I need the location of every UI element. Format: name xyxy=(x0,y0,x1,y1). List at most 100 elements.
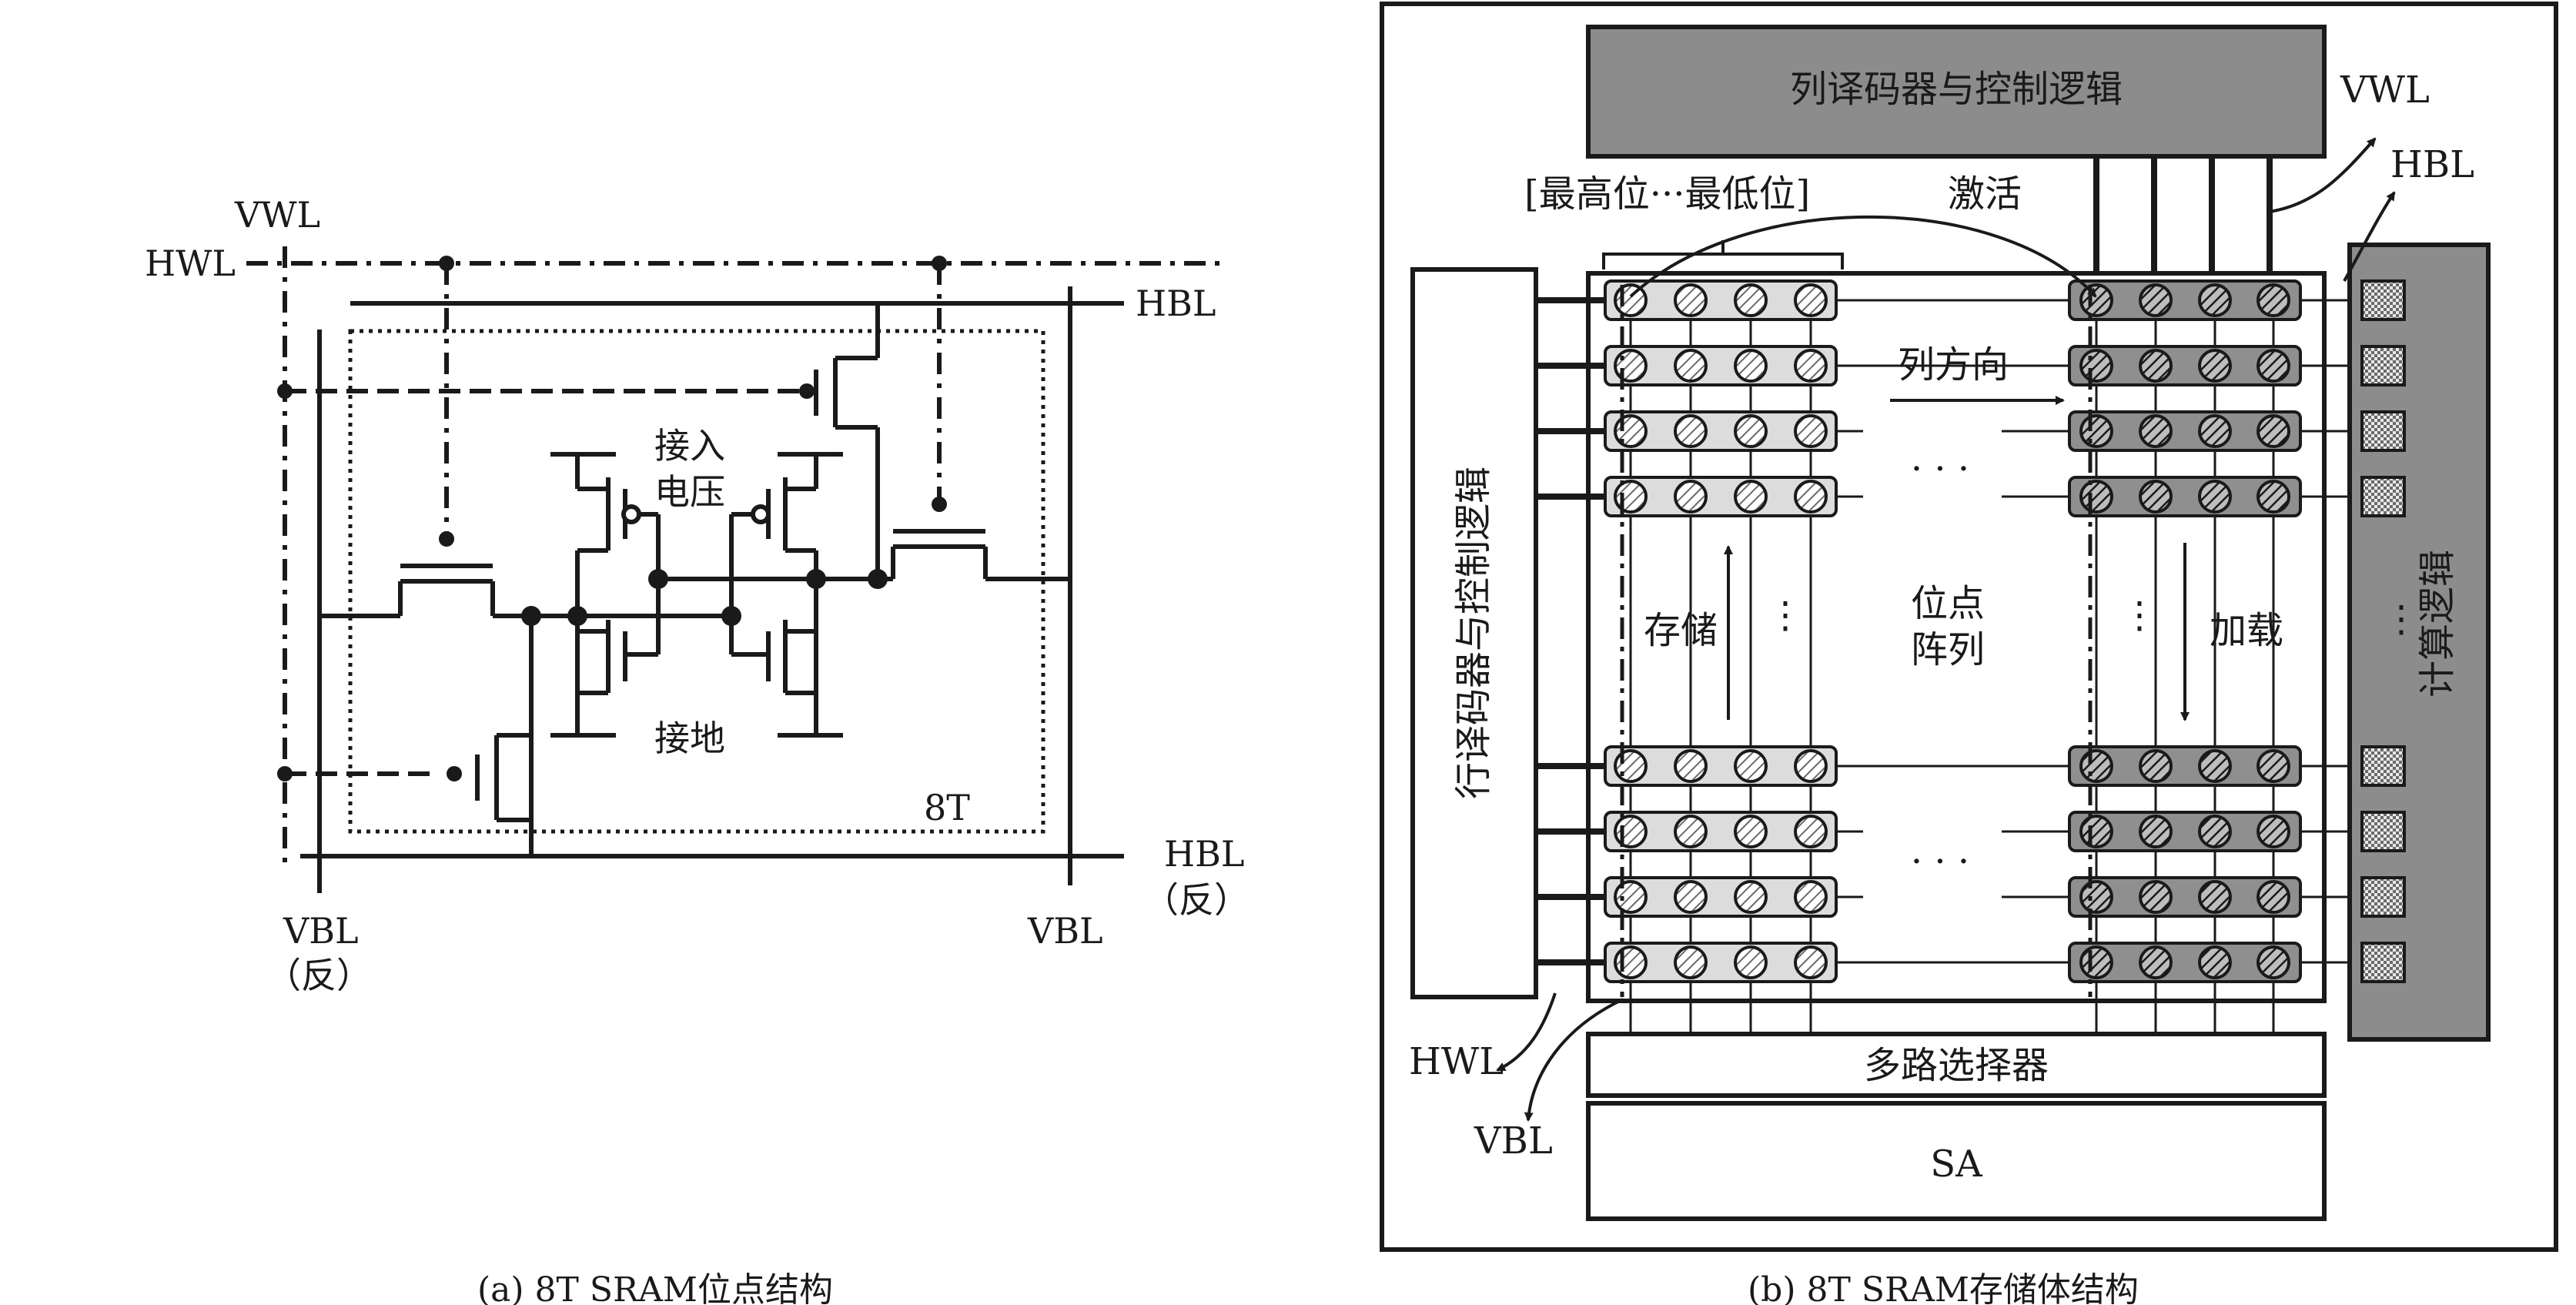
bit-cell xyxy=(2198,945,2232,979)
sa-label: SA xyxy=(1930,1143,1983,1186)
cell-group-light xyxy=(1604,279,1838,321)
compute-cell xyxy=(2360,811,2406,852)
label-hwl: HWL xyxy=(145,243,236,284)
compute-cell xyxy=(2360,745,2406,787)
bit-order-bracket xyxy=(1602,253,1844,269)
bit-cell xyxy=(1734,815,1768,848)
vwl-arrow xyxy=(2269,137,2377,213)
cell-group-light xyxy=(1604,745,1838,787)
cell-group-light xyxy=(1604,410,1838,452)
bit-cell xyxy=(2257,480,2290,514)
column-decoder-label: 列译码器与控制逻辑 xyxy=(1790,68,2123,111)
cell-group-dark xyxy=(2068,745,2302,787)
panel-a-bitcell xyxy=(246,246,1224,893)
bit-cell xyxy=(1734,749,1768,783)
array-label-1: 位点 xyxy=(1911,582,1985,625)
bit-cell xyxy=(2257,880,2290,914)
bit-cell xyxy=(2198,749,2232,783)
bit-cell xyxy=(1734,480,1768,514)
ellipsis-vert-right: ⋮ xyxy=(2121,594,2158,637)
bit-cell xyxy=(2198,880,2232,914)
cell-group-dark xyxy=(2068,811,2302,852)
vbl-arrow xyxy=(1524,998,1624,1122)
label-8t: 8T xyxy=(924,787,970,828)
bit-cell xyxy=(2198,283,2232,317)
bit-cell xyxy=(1674,749,1708,783)
activate-arrow xyxy=(1629,215,2097,298)
bit-cell xyxy=(1794,945,1828,979)
bit-cell xyxy=(1614,880,1648,914)
bit-cell xyxy=(2079,749,2113,783)
hbl-label: HBL xyxy=(2390,143,2474,186)
compute-cell xyxy=(2360,279,2406,321)
panel-b-array: 列译码器与控制逻辑 行译码器与控制逻辑 计算逻辑 ⋮ 多路选择器 SA xyxy=(1380,2,2558,1305)
compute-cell xyxy=(2360,345,2406,386)
mux-block xyxy=(1586,1032,2327,1098)
bit-cell xyxy=(1794,283,1828,317)
bit-cell xyxy=(1614,480,1648,514)
label-access-1: 接入 xyxy=(654,425,725,467)
bit-cell xyxy=(1614,945,1648,979)
cell-group-light xyxy=(1604,942,1838,983)
label-vwl: VWL xyxy=(234,194,320,236)
bit-cell xyxy=(1734,880,1768,914)
bit-cell xyxy=(1734,349,1768,383)
bit-cell xyxy=(1614,283,1648,317)
cell-group-light xyxy=(1604,476,1838,517)
bit-cell xyxy=(2079,349,2113,383)
bit-cell xyxy=(2079,815,2113,848)
compute-cell xyxy=(2360,876,2406,918)
bit-cell xyxy=(1674,880,1708,914)
bit-cell xyxy=(1794,414,1828,448)
caption-b: (b) 8T SRAM存储体结构 xyxy=(1748,1270,2139,1305)
label-vbl-left-inv: （反） xyxy=(266,955,372,996)
bit-cell xyxy=(2079,880,2113,914)
bit-cell xyxy=(2139,815,2173,848)
outer-frame xyxy=(1380,2,2558,1252)
label-vbl-right: VBL xyxy=(1027,910,1103,952)
ellipsis-lower: · · · xyxy=(1911,840,1969,883)
hwl-arrow xyxy=(1496,992,1557,1072)
vbl-label-b: VBL xyxy=(1474,1119,1553,1163)
column-decoder-block xyxy=(1586,25,2327,159)
array-label-2: 阵列 xyxy=(1911,628,1985,671)
compute-ellipsis: ⋮ xyxy=(2383,597,2420,641)
bit-cell xyxy=(1674,815,1708,848)
bit-cell xyxy=(2079,414,2113,448)
cell-rows xyxy=(1536,279,2406,1034)
bit-cell xyxy=(2257,815,2290,848)
label-access-2: 电压 xyxy=(654,471,725,513)
bit-cell xyxy=(2257,945,2290,979)
bit-cell xyxy=(1614,749,1648,783)
activate-label: 激活 xyxy=(1948,172,2022,216)
bit-cell xyxy=(1794,880,1828,914)
cell-group-light xyxy=(1604,345,1838,386)
bit-cell xyxy=(2257,414,2290,448)
vwl-label: VWL xyxy=(2340,69,2430,112)
bit-cell xyxy=(1674,349,1708,383)
sa-block xyxy=(1586,1101,2327,1221)
hwl-label: HWL xyxy=(1409,1040,1504,1083)
label-ground: 接地 xyxy=(654,718,725,759)
cell-group-light xyxy=(1604,876,1838,918)
cell-group-dark xyxy=(2068,410,2302,452)
cell-group-dark xyxy=(2068,345,2302,386)
cell-group-dark xyxy=(2068,279,2302,321)
bit-cell xyxy=(1614,349,1648,383)
cell-group-light xyxy=(1604,811,1838,852)
bit-cell xyxy=(2198,480,2232,514)
bit-cell xyxy=(2257,283,2290,317)
compute-cell xyxy=(2360,476,2406,517)
col-direction-label: 列方向 xyxy=(1898,343,2009,386)
cell-group-dark xyxy=(2068,476,2302,517)
bit-cell xyxy=(2139,880,2173,914)
bit-cell xyxy=(1794,815,1828,848)
bit-cell xyxy=(1674,945,1708,979)
bit-cell xyxy=(1674,480,1708,514)
bit-cell xyxy=(2079,480,2113,514)
bit-cell xyxy=(2139,349,2173,383)
panel-a-labels: VWL HWL HBL HBL （反） VBL （反） VBL 接入 电压 接地… xyxy=(145,194,1250,1305)
bit-cell xyxy=(1794,349,1828,383)
bit-cell xyxy=(2257,349,2290,383)
ellipsis-vert-left: ⋮ xyxy=(1767,594,1804,637)
